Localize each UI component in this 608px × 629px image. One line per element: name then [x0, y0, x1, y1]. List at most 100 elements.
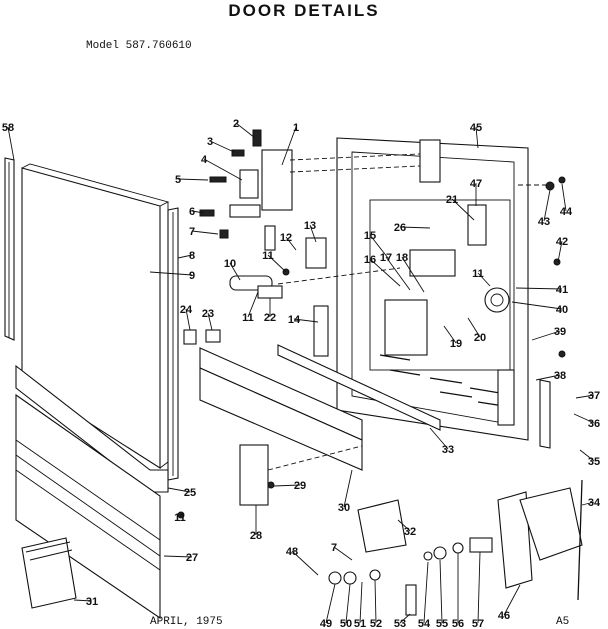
leader-line — [167, 487, 191, 493]
leader-line — [543, 189, 551, 222]
leader-line — [535, 374, 561, 381]
part-label-54: 54 — [418, 618, 431, 629]
part-label-23: 23 — [202, 308, 214, 320]
part-label-36: 36 — [588, 418, 600, 430]
part-label-46: 46 — [498, 610, 510, 622]
leader-line — [291, 550, 319, 576]
part-label-44: 44 — [560, 206, 573, 218]
leader-line — [177, 178, 209, 181]
part-label-33: 33 — [442, 444, 454, 456]
part-label-21: 21 — [446, 194, 458, 206]
part-label-26: 26 — [394, 222, 406, 234]
part-label-30: 30 — [338, 502, 350, 514]
part-label-42: 42 — [556, 236, 568, 248]
leader-line — [325, 583, 336, 624]
leader-line — [185, 308, 191, 331]
leader-line — [374, 579, 377, 624]
leader-line — [203, 158, 243, 181]
leader-line — [385, 256, 411, 291]
part-label-11: 11 — [174, 512, 186, 524]
leader-line — [397, 519, 411, 532]
part-label-45: 45 — [470, 122, 482, 134]
leader-line — [267, 254, 287, 273]
leader-line — [451, 198, 475, 221]
part-label-43: 43 — [538, 216, 550, 228]
leader-line — [273, 484, 301, 487]
leader-line — [207, 312, 213, 331]
leader-line — [477, 551, 481, 624]
part-label-32: 32 — [404, 526, 416, 538]
leader-line — [399, 226, 431, 229]
leader-line — [503, 584, 521, 616]
leader-line — [467, 317, 481, 338]
part-label-7: 7 — [189, 226, 195, 238]
part-label-57: 57 — [472, 618, 484, 629]
part-label-4: 4 — [201, 154, 208, 166]
part-label-27: 27 — [186, 552, 198, 564]
leader-line — [235, 122, 256, 139]
side-trim-8 — [167, 207, 179, 481]
part-label-52: 52 — [370, 618, 382, 629]
part-label-53: 53 — [394, 618, 406, 629]
leader-line — [475, 126, 479, 149]
leader-line — [163, 555, 193, 558]
leader-line — [369, 234, 389, 259]
part-label-5: 5 — [175, 174, 181, 186]
part-label-12: 12 — [280, 232, 292, 244]
leader-line — [333, 546, 353, 561]
part-label-11: 11 — [262, 250, 274, 262]
leader-line — [309, 224, 317, 243]
part-label-17: 17 — [380, 252, 392, 264]
part-label-31: 31 — [86, 596, 98, 608]
leader-line — [557, 240, 563, 263]
part-label-8: 8 — [189, 250, 195, 262]
part-label-50: 50 — [340, 618, 352, 629]
part-label-34: 34 — [588, 497, 601, 509]
leader-line — [209, 140, 235, 153]
part-label-14: 14 — [288, 314, 301, 326]
part-label-15: 15 — [364, 230, 376, 242]
leader-line — [345, 583, 351, 624]
part-label-13: 13 — [304, 220, 316, 232]
leader-line — [191, 210, 205, 214]
part-label-58: 58 — [2, 122, 14, 134]
leader-line — [575, 394, 595, 399]
leader-line — [229, 262, 241, 281]
leader-line — [369, 258, 401, 287]
leader-line — [285, 236, 297, 251]
leader-line — [247, 291, 259, 318]
part-label-40: 40 — [556, 304, 568, 316]
leader-line — [515, 287, 563, 290]
leader-line — [439, 559, 443, 624]
leader-line — [399, 613, 411, 624]
part-label-6: 6 — [189, 206, 195, 218]
part-label-29: 29 — [294, 480, 306, 492]
leader-line — [429, 427, 449, 450]
footer-code: A5 — [556, 616, 569, 628]
part-label-18: 18 — [396, 252, 408, 264]
part-label-47: 47 — [470, 178, 482, 190]
footer-date: APRIL, 1975 — [150, 616, 223, 628]
part-label-55: 55 — [436, 618, 448, 629]
leader-line — [579, 449, 595, 462]
part-label-16: 16 — [364, 254, 376, 266]
leader-line — [149, 271, 193, 276]
part-label-51: 51 — [354, 618, 366, 629]
kick-panel-27 — [15, 393, 161, 620]
leader-line — [573, 413, 595, 424]
part-label-28: 28 — [250, 530, 262, 542]
part-label-24: 24 — [180, 304, 193, 316]
connection-lines — [267, 153, 548, 471]
bottom-trim-25 — [15, 364, 169, 493]
page-title: DOOR DETAILS — [228, 1, 379, 20]
leader-line — [7, 126, 15, 161]
part-label-56: 56 — [452, 618, 464, 629]
leader-line — [191, 230, 219, 235]
leader-line — [293, 318, 319, 323]
part-label-37: 37 — [588, 390, 600, 402]
leader-line — [561, 183, 567, 212]
part-label-38: 38 — [554, 370, 566, 382]
leader-line — [343, 469, 353, 508]
lower-channel-assembly — [183, 329, 551, 506]
latch-assembly — [229, 149, 329, 357]
